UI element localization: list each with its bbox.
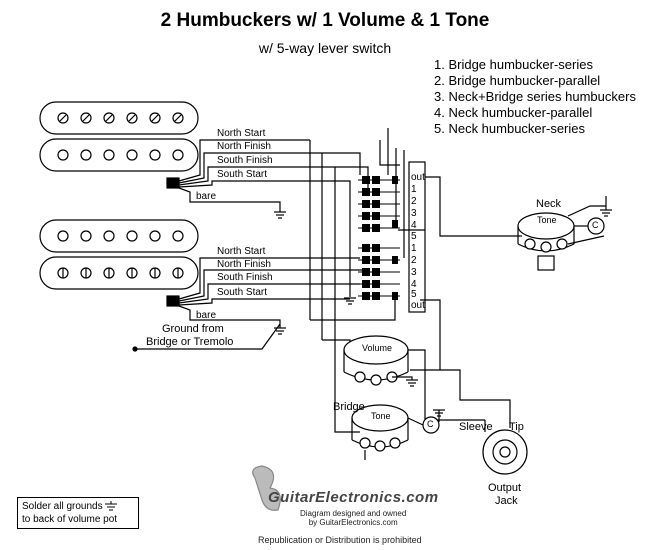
- bridge-control-label: Bridge: [333, 401, 365, 413]
- logo-graphic: [252, 465, 281, 511]
- switch-label-4-top: 4: [411, 220, 417, 231]
- jack-jack-label: Jack: [495, 495, 518, 507]
- diagram-title: 2 Humbuckers w/ 1 Volume & 1 Tone: [160, 10, 490, 31]
- bridge-cap-symbol: C: [427, 419, 434, 429]
- position-5: 5. Neck humbucker-series: [434, 121, 585, 136]
- watermark-credit-line2: by GuitarElectronics.com: [308, 518, 398, 527]
- bridge-north-finish-label: North Finish: [217, 259, 271, 270]
- position-2: 2. Bridge humbucker-parallel: [434, 73, 601, 88]
- neck-cap-symbol: C: [592, 220, 599, 230]
- output-wiring: [395, 176, 607, 421]
- neck-tone-pot: [517, 212, 605, 271]
- bridge-north-start-label: North Start: [217, 246, 266, 257]
- bridge-south-finish-label: South Finish: [217, 272, 273, 283]
- watermark-credit-line1: Diagram designed and owned: [300, 509, 407, 518]
- ground-note-line1: Solder all grounds: [22, 500, 134, 513]
- volume-pot: [343, 335, 413, 386]
- neck-bare-label: bare: [196, 191, 217, 202]
- neck-south-start-label: South Start: [217, 169, 268, 180]
- switch-label-5-bottom: 5: [411, 289, 417, 300]
- switch-label-2-bottom: 2: [411, 255, 417, 266]
- ground-symbols: [274, 209, 612, 417]
- position-4: 4. Neck humbucker-parallel: [434, 105, 593, 120]
- bridge-ground-wire: [132, 323, 281, 352]
- watermark-credit: Diagram designed and owned by GuitarElec…: [300, 509, 406, 527]
- bridge-humbucker: [39, 219, 199, 290]
- neck-slug-poles: [57, 149, 184, 161]
- switch-label-3-top: 3: [411, 208, 417, 219]
- bridge-south-start-label: South Start: [217, 287, 268, 298]
- position-1: 1. Bridge humbucker-series: [434, 57, 593, 72]
- jack-tip-label: Tip: [509, 421, 524, 433]
- switch-positions-legend: 1. Bridge humbucker-series 2. Bridge hum…: [434, 57, 636, 137]
- watermark-brand: GuitarElectronics.com: [268, 489, 439, 506]
- bridge-slug-poles: [57, 230, 184, 242]
- position-3: 3. Neck+Bridge series humbuckers: [434, 89, 636, 104]
- switch-label-3-bottom: 3: [411, 267, 417, 278]
- five-way-switch: [358, 161, 426, 313]
- ground-from-label-2: Bridge or Tremolo: [146, 336, 234, 348]
- neck-north-finish-label: North Finish: [217, 141, 271, 152]
- switch-label-1-bottom: 1: [411, 243, 417, 254]
- diagram-subtitle: w/ 5-way lever switch: [258, 40, 392, 56]
- bridge-bare-label: bare: [196, 310, 217, 321]
- neck-lead-wires: [166, 139, 310, 212]
- bridge-screw-poles: [57, 267, 184, 279]
- neck-humbucker: [39, 101, 199, 172]
- switch-label-1-top: 1: [411, 184, 417, 195]
- ground-note-box: Solder all grounds to back of volume pot: [17, 497, 139, 529]
- switch-label-out-bottom: out: [411, 300, 425, 311]
- switch-label-out-top: out: [411, 172, 425, 183]
- volume-label: Volume: [362, 343, 393, 353]
- jack-sleeve-label: Sleeve: [459, 421, 493, 433]
- ground-from-label: Ground from: [162, 323, 224, 335]
- neck-tone-label: Tone: [537, 215, 557, 225]
- bridge-tone-pot: [351, 404, 440, 460]
- switch-label-2-top: 2: [411, 196, 417, 207]
- neck-screw-poles: [57, 112, 184, 124]
- neck-north-start-label: North Start: [217, 128, 266, 139]
- ground-icon: [105, 501, 118, 511]
- switch-wiring: [280, 128, 405, 433]
- jack-output-label: Output: [488, 482, 522, 494]
- neck-control-label: Neck: [536, 198, 562, 210]
- switch-label-4-bottom: 4: [411, 279, 417, 290]
- output-jack: [440, 369, 528, 475]
- bridge-lead-wires: [166, 257, 290, 328]
- ground-note-line2: to back of volume pot: [22, 514, 118, 525]
- switch-label-5-top: 5: [411, 231, 417, 242]
- neck-south-finish-label: South Finish: [217, 155, 273, 166]
- bridge-tone-label: Tone: [371, 411, 391, 421]
- watermark-notice: Republication or Distribution is prohibi…: [258, 535, 422, 545]
